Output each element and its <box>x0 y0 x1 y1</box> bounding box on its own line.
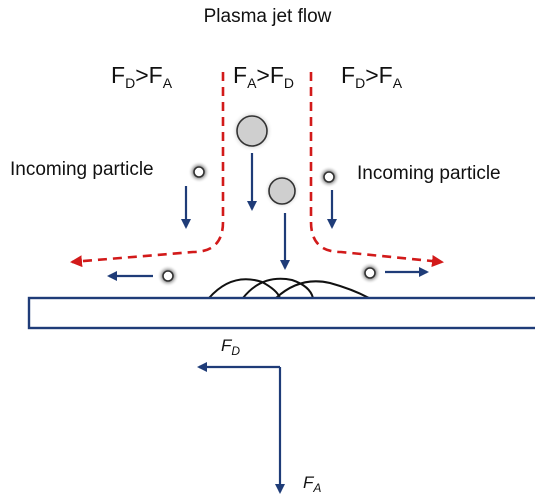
large-particle-top <box>231 110 273 152</box>
incoming-particle-label-right: Incoming particle <box>357 163 501 184</box>
small-particle-left-incoming <box>188 161 210 183</box>
large-particle-mid <box>264 173 300 209</box>
drag-force-label: FD <box>221 336 241 358</box>
force-axes <box>197 362 285 494</box>
plasma-jet-flow-lines <box>70 72 444 268</box>
substrate <box>27 296 535 330</box>
axial-force-label: FA <box>303 473 322 495</box>
small-particle-right-deflected <box>359 262 381 284</box>
incoming-particle-label-left: Incoming particle <box>10 159 154 180</box>
region-label-center: FA>FD <box>233 62 295 91</box>
particle-arrows <box>107 153 429 281</box>
particles <box>157 110 381 287</box>
region-label-left: FD>FA <box>111 62 173 91</box>
deposited-splats <box>208 277 370 299</box>
diagram-title: Plasma jet flow <box>203 6 332 27</box>
region-label-right: FD>FA <box>341 62 403 91</box>
jet-boundary-left <box>70 72 225 268</box>
small-particle-left-deflected <box>157 265 179 287</box>
small-particle-right-incoming <box>318 166 340 188</box>
jet-boundary-right <box>309 72 444 267</box>
